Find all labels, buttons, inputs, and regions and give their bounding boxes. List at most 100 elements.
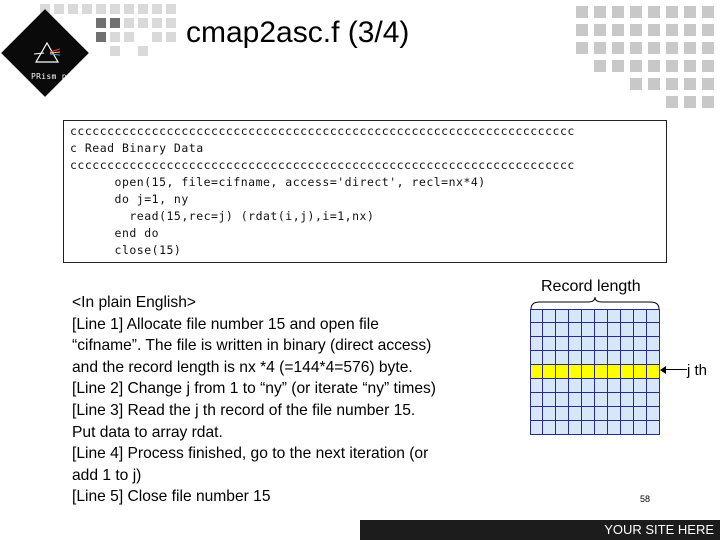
- explanation-line: add 1 to j): [72, 466, 142, 484]
- record-cell: [569, 407, 582, 421]
- record-cell: [582, 323, 595, 337]
- record-cell: [582, 407, 595, 421]
- arrow-left-icon: [660, 366, 666, 374]
- row-arrow: [663, 369, 687, 370]
- record-cell: [621, 407, 634, 421]
- record-cell-highlighted: [608, 365, 621, 379]
- explanation-line: [Line 5] Close file number 15: [72, 488, 271, 506]
- record-cell: [556, 351, 569, 365]
- record-cell: [608, 351, 621, 365]
- record-cell: [530, 393, 543, 407]
- record-cell: [595, 421, 608, 435]
- slide-title: cmap2asc.f (3/4): [186, 16, 410, 49]
- record-cell: [569, 351, 582, 365]
- record-cell: [543, 337, 556, 351]
- prism-icon: [34, 42, 60, 63]
- record-cell: [647, 379, 660, 393]
- record-length-label: Record length: [541, 278, 641, 295]
- record-cell: [634, 407, 647, 421]
- record-cell: [556, 393, 569, 407]
- code-line: c Read Binary Data: [70, 141, 204, 155]
- brace-icon: [530, 296, 660, 310]
- code-line: close(15): [70, 243, 182, 257]
- record-cell-highlighted: [569, 365, 582, 379]
- record-cell-highlighted: [582, 365, 595, 379]
- record-cell: [647, 309, 660, 323]
- code-line: cccccccccccccccccccccccccccccccccccccccc…: [70, 158, 575, 172]
- record-cell: [556, 421, 569, 435]
- record-cell: [530, 407, 543, 421]
- record-cell: [621, 421, 634, 435]
- code-line: do j=1, ny: [70, 192, 189, 206]
- record-cell: [608, 323, 621, 337]
- record-cell-highlighted: [530, 365, 543, 379]
- record-cell: [582, 351, 595, 365]
- record-cell-highlighted: [647, 365, 660, 379]
- explanation-line: [Line 2] Change j from 1 to “ny” (or ite…: [72, 380, 436, 398]
- record-cell: [595, 309, 608, 323]
- record-cell: [647, 337, 660, 351]
- record-cell-highlighted: [543, 365, 556, 379]
- record-cell: [595, 379, 608, 393]
- explanation-line: and the record length is nx *4 (=144*4=5…: [72, 358, 413, 376]
- row-label: j th: [687, 362, 708, 379]
- record-cell: [608, 337, 621, 351]
- record-cell: [569, 421, 582, 435]
- page-number: 58: [640, 494, 651, 504]
- record-cell: [634, 309, 647, 323]
- record-cell: [595, 351, 608, 365]
- record-cell: [608, 379, 621, 393]
- record-cell: [647, 393, 660, 407]
- record-cell: [621, 323, 634, 337]
- record-cell: [556, 323, 569, 337]
- record-cell: [608, 309, 621, 323]
- record-cell: [582, 309, 595, 323]
- record-cell: [608, 421, 621, 435]
- record-cell-highlighted: [595, 365, 608, 379]
- record-cell: [621, 393, 634, 407]
- code-line: open(15, file=cifname, access='direct', …: [70, 175, 486, 189]
- code-block: cccccccccccccccccccccccccccccccccccccccc…: [63, 120, 667, 263]
- record-cell: [595, 323, 608, 337]
- explanation-text: <In plain English> [Line 1] Allocate fil…: [72, 292, 512, 508]
- record-cell: [569, 323, 582, 337]
- record-cell: [543, 351, 556, 365]
- record-cell: [621, 309, 634, 323]
- record-cell: [647, 351, 660, 365]
- record-cell: [569, 393, 582, 407]
- record-cell: [595, 393, 608, 407]
- record-cell: [543, 407, 556, 421]
- record-cell: [556, 309, 569, 323]
- record-grid: [530, 309, 660, 435]
- record-cell: [569, 337, 582, 351]
- record-cell: [634, 337, 647, 351]
- record-cell: [634, 323, 647, 337]
- record-cell: [543, 309, 556, 323]
- code-line: cccccccccccccccccccccccccccccccccccccccc…: [70, 124, 575, 138]
- record-cell: [530, 351, 543, 365]
- record-cell: [556, 407, 569, 421]
- record-cell: [647, 407, 660, 421]
- record-cell: [530, 421, 543, 435]
- record-cell: [608, 393, 621, 407]
- record-cell: [569, 309, 582, 323]
- record-cell: [530, 337, 543, 351]
- explanation-line: [Line 3] Read the j th record of the fil…: [72, 401, 416, 419]
- record-cell: [582, 337, 595, 351]
- explanation-line: <In plain English>: [72, 294, 196, 311]
- record-cell: [543, 323, 556, 337]
- record-cell: [530, 379, 543, 393]
- record-cell: [556, 379, 569, 393]
- footer-text: YOUR SITE HERE: [604, 522, 714, 537]
- record-cell: [543, 379, 556, 393]
- record-cell: [647, 421, 660, 435]
- record-cell: [582, 421, 595, 435]
- record-cell: [634, 351, 647, 365]
- record-cell: [608, 407, 621, 421]
- record-cell-highlighted: [556, 365, 569, 379]
- explanation-line: [Line 4] Process finished, go to the nex…: [72, 445, 429, 463]
- footer-left-panel: [0, 520, 360, 540]
- code-line: end do: [70, 226, 160, 240]
- record-cell: [595, 407, 608, 421]
- record-cell: [582, 379, 595, 393]
